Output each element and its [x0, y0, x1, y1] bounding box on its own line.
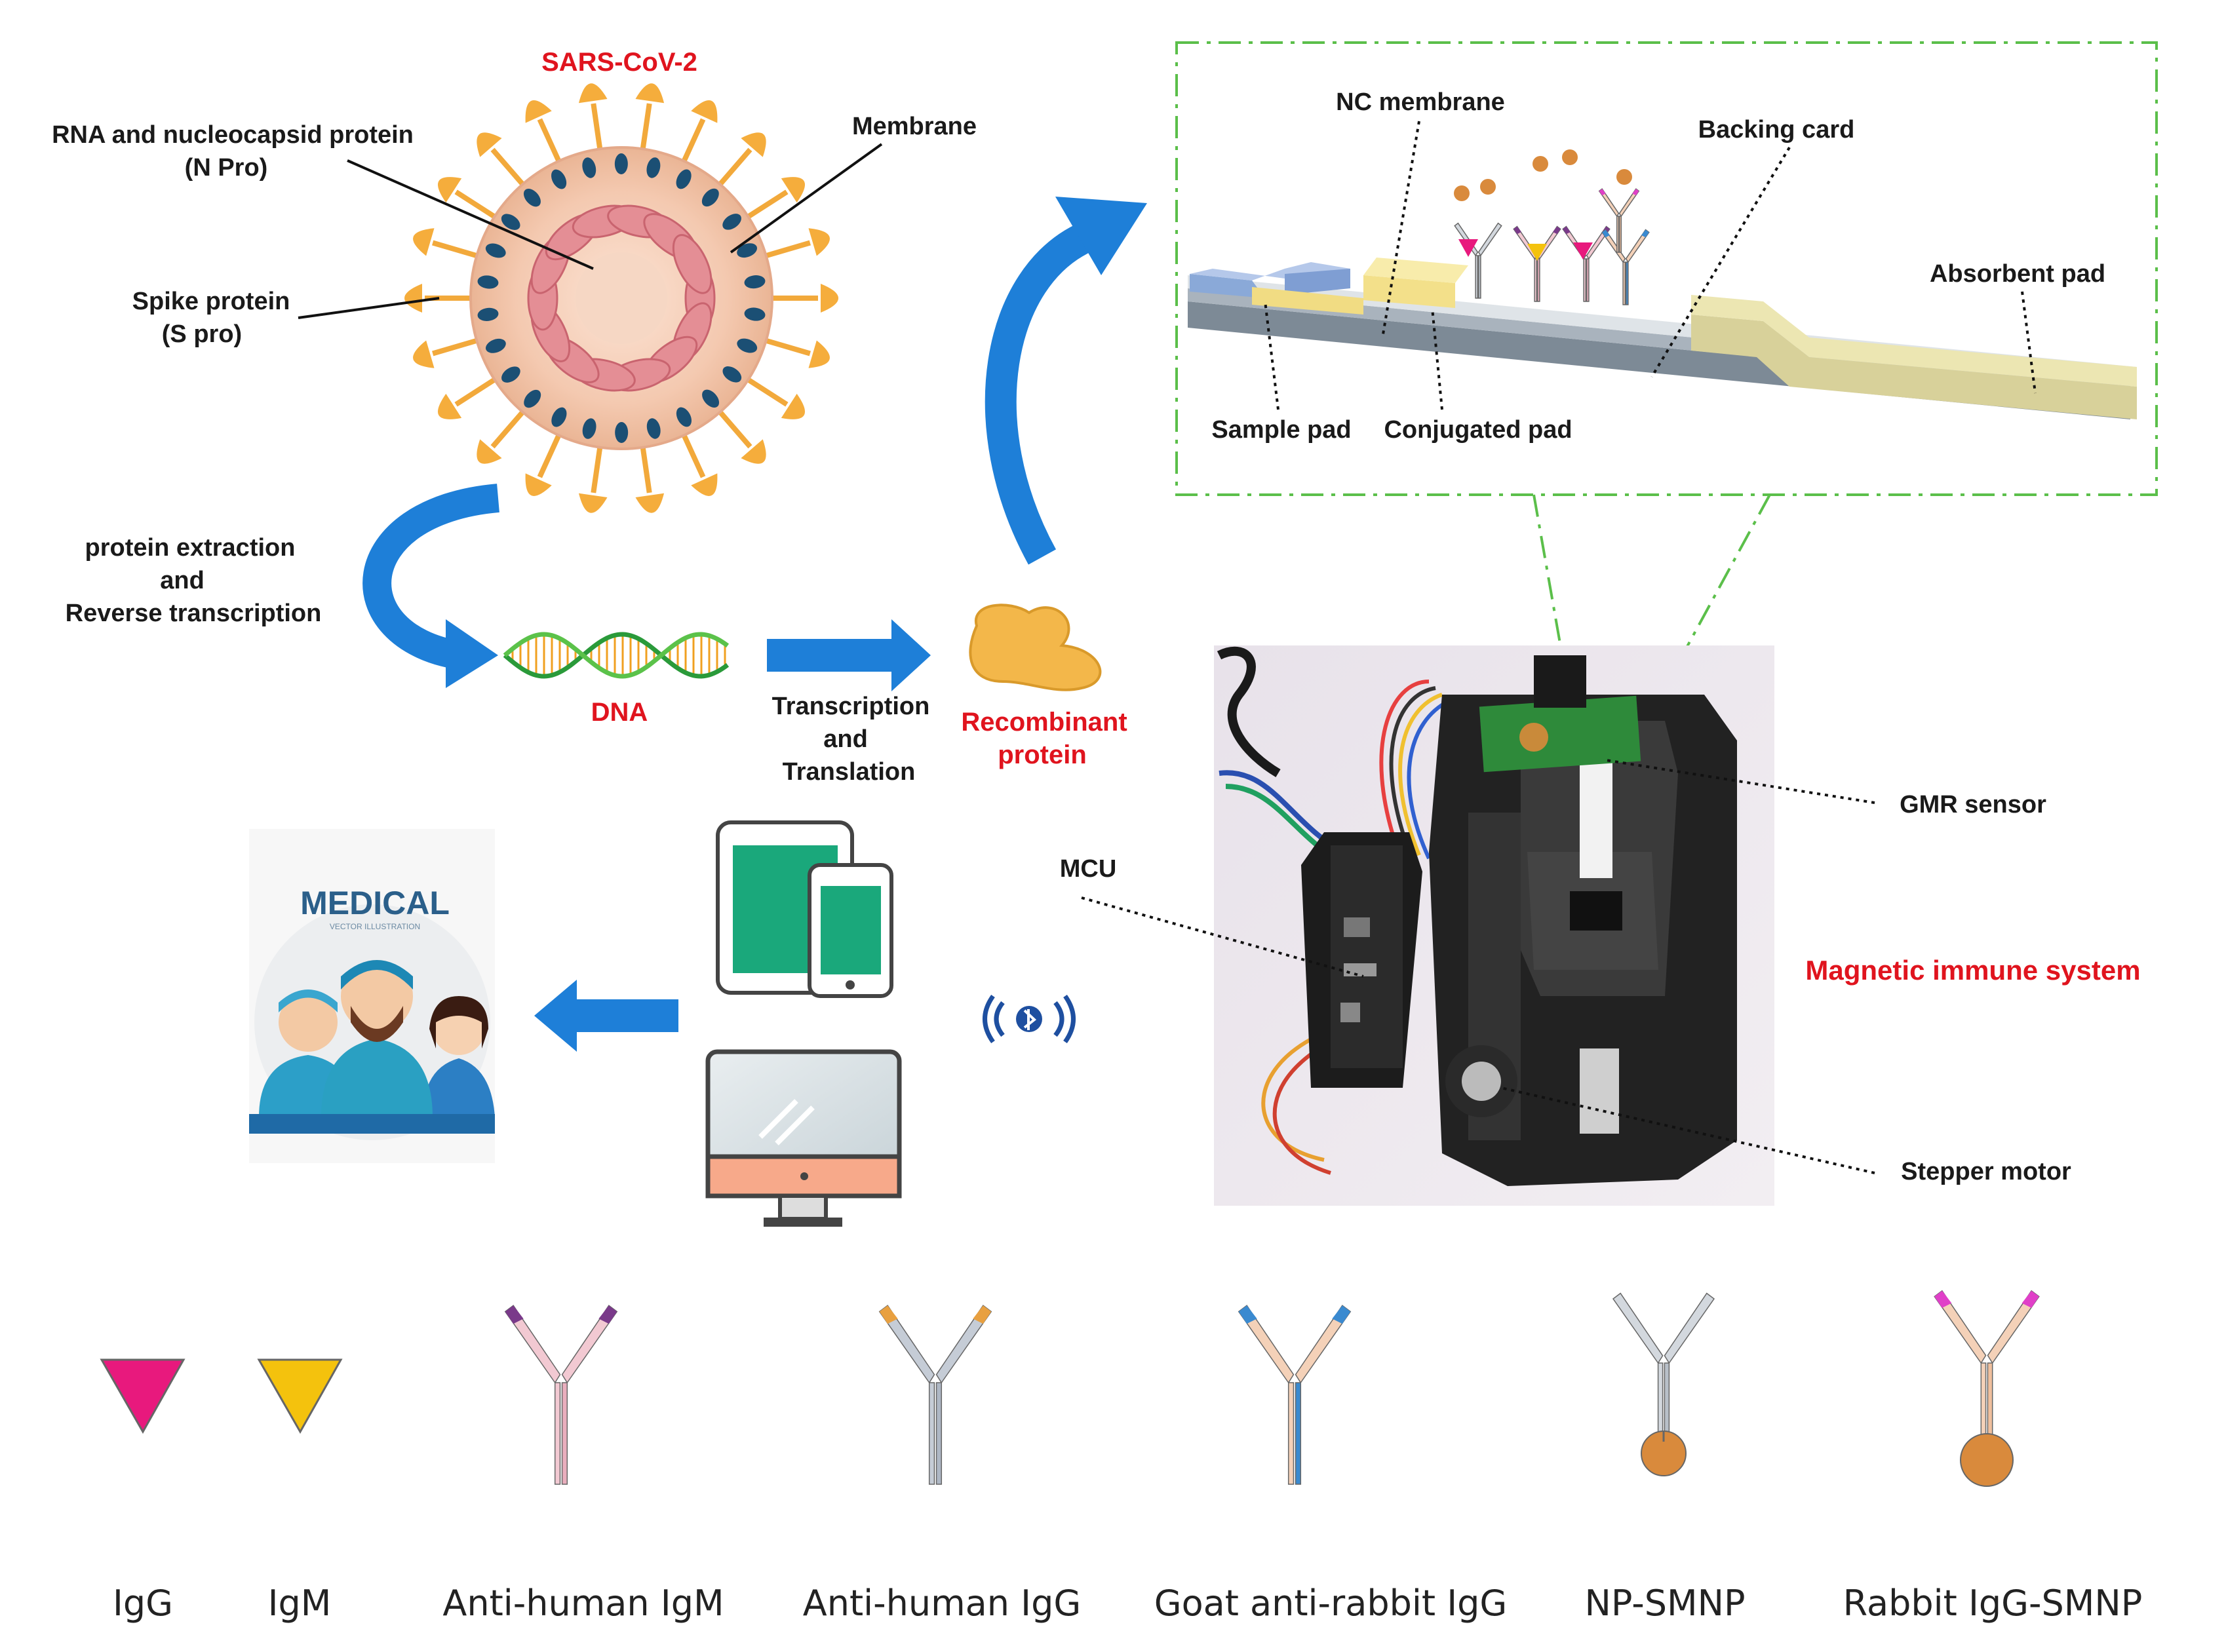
strip-panel-border — [1175, 41, 2158, 496]
dna-helix — [503, 632, 730, 679]
extraction-label-line3: Reverse transcription — [66, 600, 322, 627]
recombinant-protein-blob — [969, 604, 1102, 691]
absorbent-pointer — [2021, 291, 2037, 394]
expression-arrowhead — [1055, 197, 1147, 275]
strip-antibodies — [1454, 149, 1650, 305]
recombinant-label-line1: Recombinant — [961, 708, 1127, 737]
backing-pointer — [1650, 146, 1791, 378]
transcription-label-line3: Translation — [783, 758, 916, 786]
extraction-curved-arrow — [362, 484, 499, 670]
legend-igg: IgG — [113, 1583, 173, 1624]
recombinant-label-line2: protein — [998, 740, 1087, 769]
dna-label: DNA — [591, 698, 648, 727]
legend-rabbit-igg-smnp: Rabbit IgG-SMNP — [1843, 1583, 2143, 1624]
legend-symbols — [100, 1290, 2040, 1487]
legend-igm: IgM — [268, 1583, 332, 1624]
zoom-line-right — [1628, 494, 1771, 754]
bluetooth-icon — [983, 994, 1076, 1044]
conjugated-pad-label: Conjugated pad — [1384, 416, 1572, 444]
legend-anti-human-igg: Anti-human IgG — [803, 1583, 1081, 1624]
sample-pad-label: Sample pad — [1211, 416, 1351, 444]
system-title: Magnetic immune system — [1805, 955, 2140, 986]
mcu-pointer — [1081, 896, 1364, 978]
legend-goat-anti-rabbit-igg: Goat anti-rabbit IgG — [1154, 1583, 1508, 1624]
to-doctors-arrow — [534, 980, 678, 1052]
stepper-pointer — [1500, 1086, 1875, 1174]
conjugated-pointer — [1431, 307, 1443, 410]
medical-poster-title: MEDICAL — [300, 885, 450, 921]
gmr-sensor-label: GMR sensor — [1900, 791, 2046, 818]
legend-anti-human-igm: Anti-human IgM — [442, 1583, 724, 1624]
medical-poster-subtitle: VECTOR ILLUSTRATION — [330, 922, 420, 931]
rna-label-line2: (N Pro) — [185, 154, 268, 182]
monitor-icon — [705, 1049, 902, 1227]
zoom-line-left — [1533, 494, 1565, 663]
medical-poster — [249, 829, 495, 1163]
extraction-label-line1: protein extraction — [85, 534, 296, 562]
transcription-label-line2: and — [823, 725, 868, 753]
virus-title: SARS-CoV-2 — [541, 48, 697, 77]
tablet-phone-icon — [716, 820, 893, 998]
spike-pointer-line — [298, 297, 440, 319]
membrane-label: Membrane — [852, 113, 977, 140]
device-photo — [1214, 645, 1774, 1206]
membrane-pointer-line — [730, 143, 883, 254]
absorbent-pad-label: Absorbent pad — [1930, 260, 2105, 288]
extraction-label-line2: and — [160, 567, 205, 594]
sample-pointer — [1264, 301, 1279, 410]
lateral-flow-strip — [1188, 258, 2137, 419]
virus-illustration — [404, 83, 838, 513]
nc-membrane-label: NC membrane — [1336, 88, 1505, 116]
backing-card-label: Backing card — [1698, 116, 1855, 144]
legend-np-smnp: NP-SMNP — [1584, 1583, 1745, 1624]
expression-curved-arrow — [985, 221, 1095, 565]
extraction-arrowhead — [446, 619, 498, 688]
gmr-pointer — [1605, 759, 1875, 804]
spike-label-line2: (S pro) — [162, 320, 242, 348]
stepper-motor-label: Stepper motor — [1901, 1158, 2071, 1185]
rna-pointer-line — [347, 159, 594, 270]
transcription-label-line1: Transcription — [772, 693, 930, 720]
spike-label-line1: Spike protein — [132, 288, 290, 315]
mcu-label: MCU — [1060, 855, 1117, 883]
rna-label-line1: RNA and nucleocapsid protein — [52, 121, 414, 149]
transcription-arrow — [767, 619, 931, 691]
